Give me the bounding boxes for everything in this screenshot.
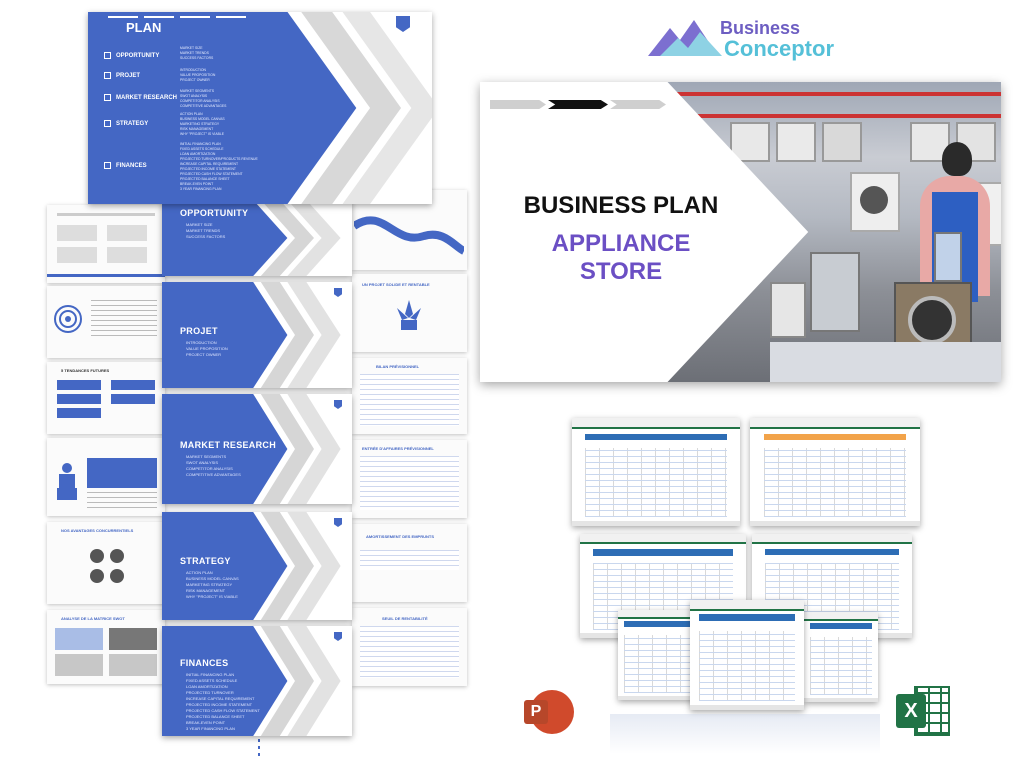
plan-section-opportunity: OPPORTUNITY <box>104 52 159 59</box>
hero-title-business-plan: BUSINESS PLAN <box>523 192 719 219</box>
plan-section-market-research: MARKET RESEARCH <box>104 94 177 101</box>
hero-bar-grey-2 <box>610 100 666 109</box>
slide-badge-icon <box>396 16 410 32</box>
right-slide-4: AMORTISSEMENT DES EMPRUNTS <box>352 524 467 602</box>
roadmap-icon <box>354 216 464 255</box>
powerpoint-letter: P <box>524 700 548 724</box>
slide-badge-icon <box>334 400 342 409</box>
slide-badge-icon <box>334 632 342 641</box>
slide-badge-icon <box>334 288 342 297</box>
excel-icon: X <box>896 686 950 736</box>
mountain-logo-icon <box>648 20 722 56</box>
slide-badge-icon <box>334 518 342 527</box>
right-slide-title: SEUIL DE RENTABILITÉ <box>382 616 428 621</box>
spreadsheet-reflection <box>610 714 880 754</box>
powerpoint-icon: P <box>524 690 574 734</box>
section-slide-title: FINANCES <box>180 658 229 668</box>
right-slide-title: UN PROJET SOLIDE ET RENTABLE <box>362 282 430 287</box>
right-slide-2: BILAN PRÉVISIONNEL <box>352 358 467 434</box>
spreadsheet-5 <box>618 610 696 700</box>
left-slide-title: NOS AVANTAGES CONCURRENTIELS <box>61 528 134 533</box>
spreadsheet-7 <box>690 600 804 710</box>
section-slide-title: MARKET RESEARCH <box>180 440 277 450</box>
plan-section-projet: PROJET <box>104 72 140 79</box>
right-slide-title: AMORTISSEMENT DES EMPRUNTS <box>366 534 435 539</box>
spreadsheet-3 <box>580 534 746 638</box>
left-slide-2 <box>47 286 165 358</box>
advantages-diagram-icon <box>90 549 124 583</box>
hero-bar-grey <box>490 100 546 109</box>
right-slide-5: SEUIL DE RENTABILITÉ <box>352 608 467 686</box>
hero-title-appliance-store: APPLIANCE STORE <box>551 230 691 285</box>
section-slide-title: STRATEGY <box>180 556 231 566</box>
spreadsheet-6 <box>804 612 878 702</box>
plan-section-strategy: STRATEGY <box>104 120 148 127</box>
excel-letter: X <box>896 694 926 728</box>
plan-section-finances: FINANCES <box>104 162 147 169</box>
speaker-icon <box>57 463 77 500</box>
left-slide-5: NOS AVANTAGES CONCURRENTIELS <box>47 522 165 604</box>
left-slide-4 <box>47 438 165 516</box>
spreadsheet-1 <box>572 418 740 526</box>
left-slide-6: ANALYSE DE LA MATRICE SWOT <box>47 610 165 684</box>
right-slide-1: UN PROJET SOLIDE ET RENTABLE <box>352 274 467 352</box>
left-slide-1 <box>47 205 165 283</box>
right-slide-3: ENTRÉE D'AFFAIRES PRÉVISIONNEL <box>352 440 467 518</box>
right-slide-title: BILAN PRÉVISIONNEL <box>376 364 420 369</box>
left-slide-3: 5 TENDANCES FUTURES <box>47 362 165 434</box>
plan-title: PLAN <box>126 20 162 35</box>
section-slide-title: OPPORTUNITY <box>180 208 249 218</box>
spreadsheet-2 <box>750 418 920 526</box>
plan-top-dashes <box>108 16 248 18</box>
logo-text-business: Business <box>720 18 801 38</box>
left-slide-title: 5 TENDANCES FUTURES <box>61 368 110 373</box>
target-icon <box>54 305 82 333</box>
section-slide-title: PROJET <box>180 326 218 336</box>
logo-text-conceptor: Conceptor <box>724 36 834 61</box>
plant-icon <box>397 300 421 330</box>
business-conceptor-logo: Business Conceptor <box>648 14 858 62</box>
left-slide-title: ANALYSE DE LA MATRICE SWOT <box>61 616 125 621</box>
hero-cover-slide: BUSINESS PLAN APPLIANCE STORE <box>480 82 1001 382</box>
right-slide-title: ENTRÉE D'AFFAIRES PRÉVISIONNEL <box>362 446 434 451</box>
hero-bar-black <box>548 100 608 109</box>
